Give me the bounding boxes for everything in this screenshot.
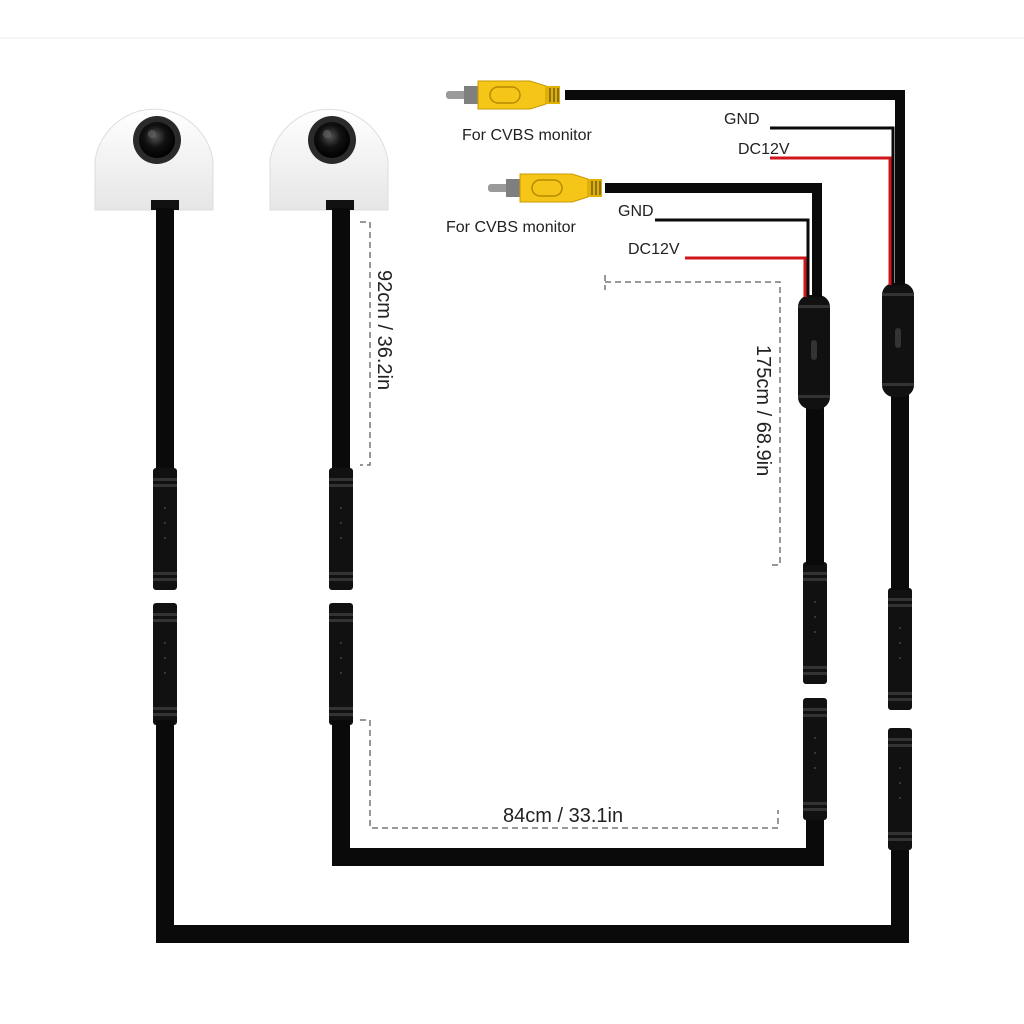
dc12v-1-label: DC12V [738, 141, 790, 158]
camera-1-connector [153, 468, 177, 590]
gnd-wire-2 [655, 218, 810, 297]
camera-2-connector [329, 468, 353, 590]
monitor-cable-2-connector [803, 562, 827, 684]
extension-2-connector-monitor-side [803, 698, 827, 820]
camera-2 [269, 108, 389, 211]
monitor-cable-2-splitter [798, 295, 830, 409]
extension-1-connector-monitor-side [888, 728, 912, 850]
monitor-cable-1-connector [888, 588, 912, 710]
video-wire-2 [605, 183, 822, 297]
extension-2-connector-camera-side [329, 603, 353, 725]
extension-2-cable [332, 720, 824, 866]
monitor-cable-1-splitter [882, 283, 914, 397]
horizontal-run-length-label: 84cm / 33.1in [503, 805, 623, 827]
rca-plug-2 [487, 173, 603, 203]
camera-cable-length-label: 92cm / 36.2in [373, 270, 395, 390]
extension-1-connector-camera-side [153, 603, 177, 725]
extension-1-cable [156, 720, 909, 943]
power-wire-2 [685, 256, 807, 297]
dimension-lines [360, 221, 781, 829]
gnd-2-label: GND [618, 203, 654, 220]
dimension-92cm [360, 221, 371, 466]
camera-2-assembly [269, 108, 830, 866]
camera-1 [94, 108, 214, 211]
dimension-175cm [604, 275, 781, 566]
camera-1-assembly [94, 80, 914, 943]
gnd-wire-1 [770, 126, 895, 285]
rca-plug-1 [445, 80, 561, 110]
rca-1-label: For CVBS monitor [462, 127, 592, 144]
power-wire-1 [770, 156, 892, 285]
gnd-1-label: GND [724, 111, 760, 128]
camera-2-cable [332, 208, 350, 470]
rca-2-label: For CVBS monitor [446, 219, 576, 236]
video-wire-1 [565, 90, 905, 285]
extension-cable-length-label: 175cm / 68.9in [752, 345, 774, 476]
camera-1-cable [156, 208, 174, 470]
dc12v-2-label: DC12V [628, 241, 680, 258]
dimension-84cm [360, 719, 779, 829]
